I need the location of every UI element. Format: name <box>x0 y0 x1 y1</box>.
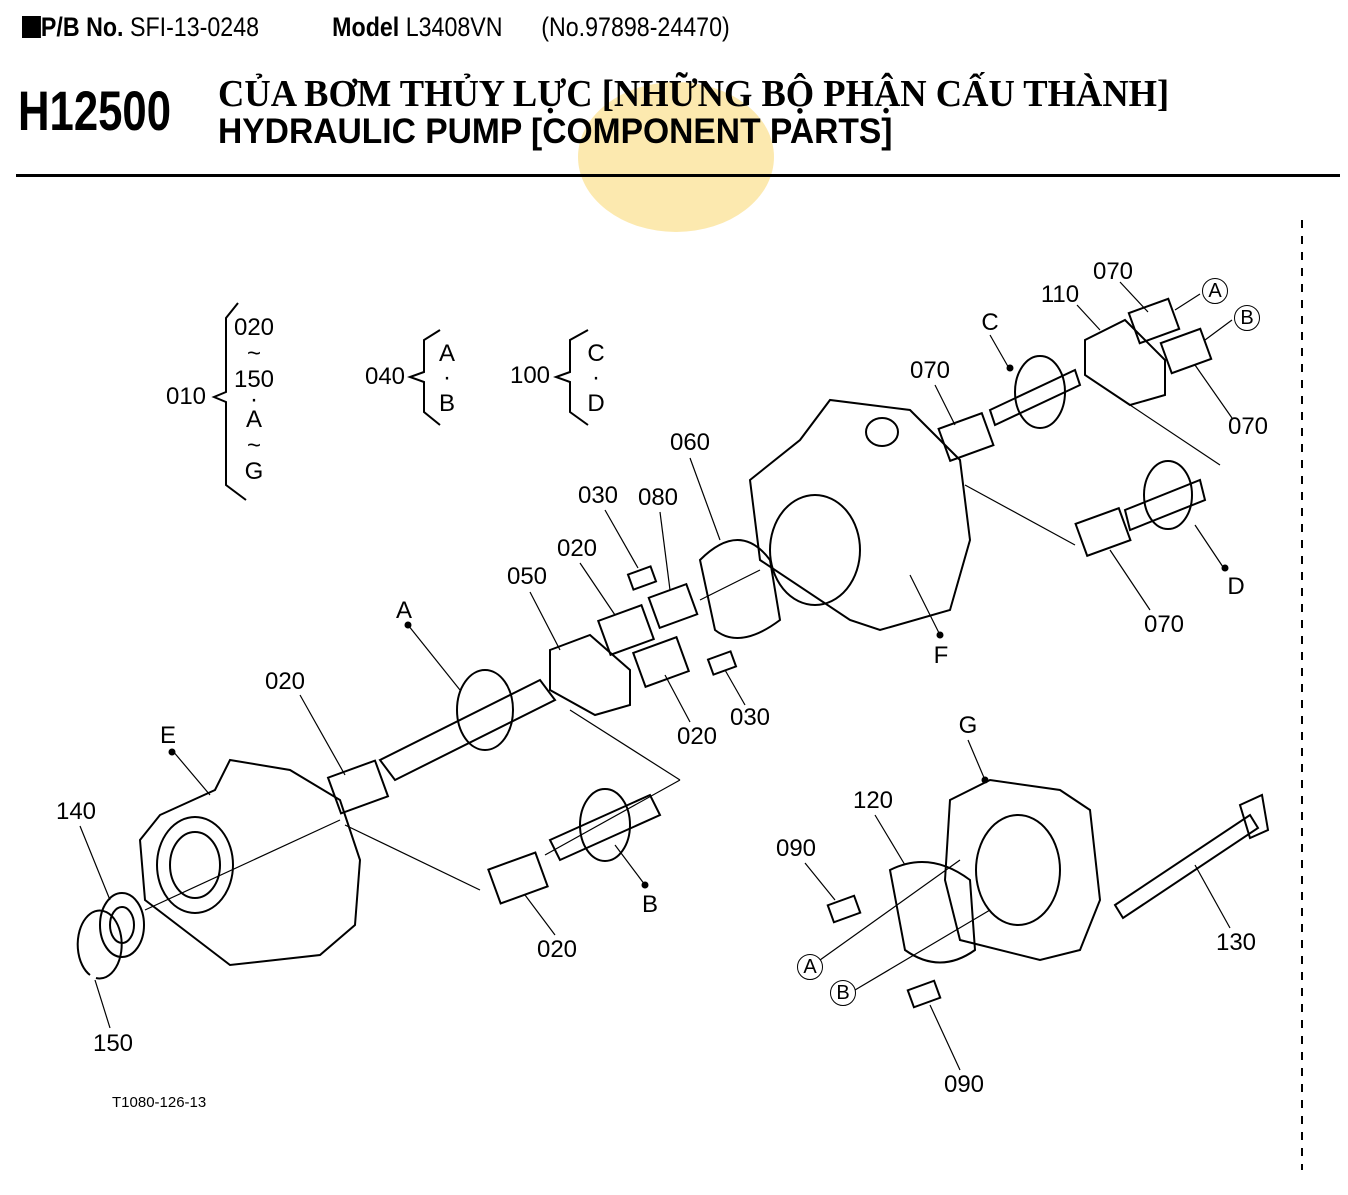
callout: 150 <box>92 1030 134 1057</box>
callout: 020 <box>264 668 306 695</box>
callout: 090 <box>775 835 817 862</box>
cover-bore <box>156 816 234 914</box>
assembly-lines <box>144 394 1221 991</box>
circled-reference: A <box>1202 278 1228 304</box>
gasket-060 <box>698 539 782 639</box>
reference-dots <box>168 364 1229 889</box>
pb-value: SFI-13-0248 <box>129 12 260 42</box>
callout: 140 <box>55 798 97 825</box>
callout: F <box>933 642 949 669</box>
bushing-020 <box>326 759 390 815</box>
callout: G <box>958 712 978 739</box>
watermark-logo <box>578 82 774 232</box>
callout: D <box>1227 573 1245 600</box>
callout: 070 <box>1092 258 1134 285</box>
callout: 050 <box>506 563 548 590</box>
group-item: C <box>587 340 605 367</box>
bracket-100 <box>553 329 589 426</box>
bushing-020 <box>487 851 549 905</box>
pin-030 <box>626 565 658 591</box>
group-item: ~ <box>246 432 262 459</box>
group-item: D <box>587 390 605 417</box>
gear-C <box>988 368 1082 427</box>
side-plate-110 <box>1084 318 1166 407</box>
callout: 070 <box>909 357 951 384</box>
group-item: G <box>244 458 264 485</box>
callout: 020 <box>676 723 718 750</box>
callout: 080 <box>637 484 679 511</box>
callout: 020 <box>536 936 578 963</box>
callout: E <box>159 722 177 749</box>
circled-reference: A <box>797 954 823 980</box>
title-english: HYDRAULIC PUMP [COMPONENT PARTS] <box>218 112 893 151</box>
group-item: 020 <box>233 314 275 341</box>
drive-gear-A <box>378 678 557 782</box>
callout: 070 <box>1227 413 1269 440</box>
square-bullet-icon <box>22 16 41 38</box>
bushing-070 <box>1159 327 1213 375</box>
gasket-120 <box>888 861 977 964</box>
group-item: A <box>245 406 263 433</box>
drawing-reference: T1080-126-13 <box>112 1094 207 1111</box>
needle-bearing-080 <box>647 582 699 630</box>
group-item: · <box>443 364 451 391</box>
bushing-020 <box>631 635 691 689</box>
bolt-130 <box>1113 813 1260 920</box>
callout: 090 <box>943 1071 985 1098</box>
title-vietnamese: CỦA BƠM THỦY LỰC [NHỮNG BỘ PHẬN CẤU THÀN… <box>218 73 1170 115</box>
oil-seal-140 <box>99 892 145 958</box>
callout: 110 <box>1040 281 1080 308</box>
pin-090 <box>826 894 862 924</box>
bracket-010 <box>211 302 247 501</box>
front-cover-E <box>138 758 362 967</box>
pin-090 <box>906 979 942 1009</box>
bushing-070 <box>1127 297 1181 345</box>
circled-reference: B <box>830 980 856 1006</box>
group-parent-100: 100 <box>509 362 551 389</box>
callout: 070 <box>1143 611 1185 638</box>
group-parent-010: 010 <box>165 383 207 410</box>
group-item: · <box>592 364 600 391</box>
circled-reference: B <box>1234 305 1260 331</box>
driven-gear-B <box>548 793 662 862</box>
group-item: B <box>438 390 456 417</box>
callout: 030 <box>577 482 619 509</box>
side-plate-050 <box>549 633 631 717</box>
gear-D <box>1123 478 1207 532</box>
group-item: 150 <box>233 366 275 393</box>
circlip-150 <box>76 909 123 980</box>
header-line: P/B No. SFI-13-0248 Model L3408VN (No.97… <box>22 12 730 43</box>
pin-030 <box>706 650 738 676</box>
rear-cover-G <box>943 778 1102 962</box>
bushing-070 <box>937 411 995 463</box>
callout: B <box>641 891 659 918</box>
pump-body-F <box>748 398 972 632</box>
callout: 130 <box>1215 929 1257 956</box>
model-label: Model <box>332 12 400 42</box>
pb-label: P/B No. <box>40 12 124 42</box>
group-item: A <box>438 340 456 367</box>
callout: A <box>395 597 413 624</box>
callout: C <box>981 309 999 336</box>
header-divider <box>16 174 1340 177</box>
group-parent-040: 040 <box>364 363 406 390</box>
group-item: ~ <box>246 340 262 367</box>
leader-lines <box>79 281 1233 1071</box>
bushing-070 <box>1074 506 1132 558</box>
model-value: L3408VN <box>405 12 503 42</box>
serial-range: (No.97898-24470) <box>541 12 730 42</box>
section-code: H12500 <box>18 79 172 142</box>
callout: 030 <box>729 704 771 731</box>
bracket-040 <box>407 329 441 426</box>
bushing-020 <box>596 603 656 657</box>
callout: 060 <box>669 429 711 456</box>
callout: 120 <box>852 787 894 814</box>
group-item: · <box>250 386 258 413</box>
callout: 020 <box>556 535 598 562</box>
